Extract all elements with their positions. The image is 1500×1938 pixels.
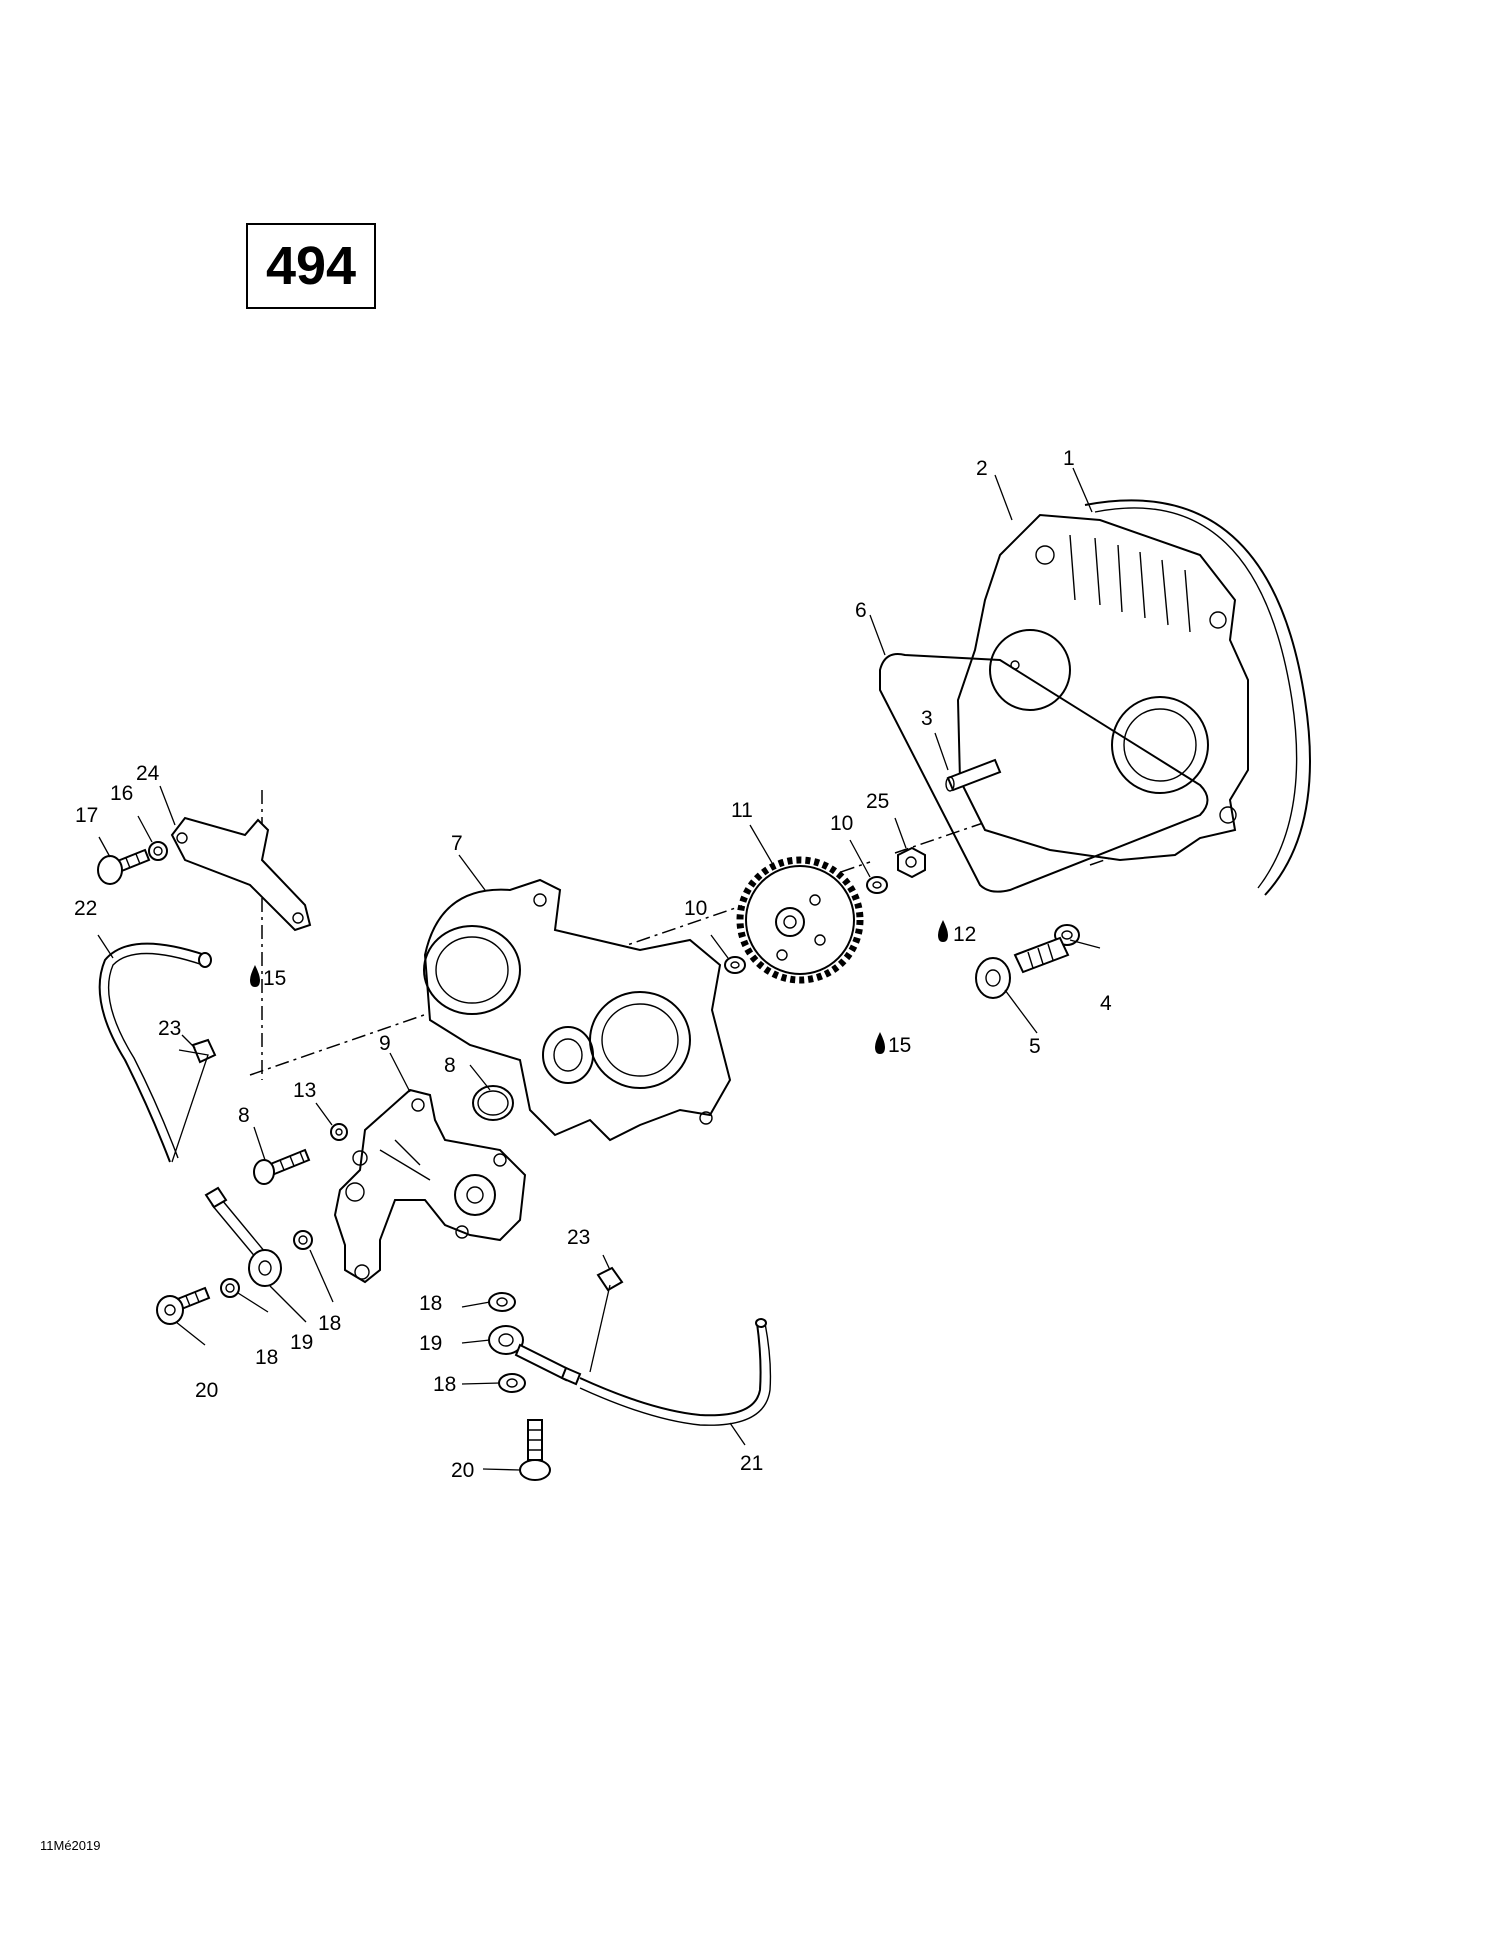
callout-20-left: 20 xyxy=(195,1379,218,1402)
assembly-axis-main xyxy=(249,759,1206,1076)
part-22-hose xyxy=(98,942,212,1163)
part-20-bolt-left xyxy=(156,1286,211,1325)
callout-11: 11 xyxy=(731,799,753,822)
part-10-washer-upper xyxy=(866,876,888,894)
callout-24: 24 xyxy=(136,762,160,785)
callout-25: 25 xyxy=(866,790,889,813)
part-10-washer-lower xyxy=(724,956,746,974)
callout-7: 7 xyxy=(451,832,463,855)
part-19-banjo-fitting-left xyxy=(204,1186,282,1287)
callout-2: 2 xyxy=(976,457,988,480)
part-18-washer-left-upper xyxy=(293,1230,313,1250)
part-6-gasket xyxy=(879,653,1209,893)
part-18-washer-bottom-upper xyxy=(488,1292,516,1312)
part-19-banjo-fitting-bottom xyxy=(488,1325,582,1386)
reference-number-box: 494 xyxy=(246,223,376,309)
callout-labels: 1 2 3 4 5 6 7 8 8 9 10 10 11 12 13 15 15… xyxy=(74,447,1112,1482)
callout-18-left-upper: 18 xyxy=(318,1312,341,1335)
callout-10-upper: 10 xyxy=(830,812,853,835)
callout-17: 17 xyxy=(75,804,98,827)
part-1-cover-ring xyxy=(1084,499,1311,896)
callout-3: 3 xyxy=(921,707,933,730)
part-13-washer xyxy=(330,1123,348,1141)
callout-23-right: 23 xyxy=(567,1226,590,1249)
callout-13: 13 xyxy=(293,1079,316,1102)
leader-lines xyxy=(97,467,1101,1471)
callout-20-bottom: 20 xyxy=(451,1459,474,1482)
lubricant-drop-icon-15-left xyxy=(250,965,260,987)
part-23-clamp-right xyxy=(596,1266,624,1292)
part-8-screw xyxy=(253,1148,311,1185)
callout-21: 21 xyxy=(740,1452,763,1475)
callout-1: 1 xyxy=(1063,447,1075,470)
callout-6: 6 xyxy=(855,599,867,622)
part-24-bracket xyxy=(170,816,312,932)
part-3-dowel-pin xyxy=(945,758,1002,792)
callout-22: 22 xyxy=(74,897,97,920)
callout-12: 12 xyxy=(953,923,976,946)
callout-9: 9 xyxy=(379,1032,391,1055)
reference-number: 494 xyxy=(265,236,357,296)
part-23-clamp-left xyxy=(191,1038,217,1064)
callout-4: 4 xyxy=(1100,992,1112,1015)
part-18-washer-bottom-lower xyxy=(498,1373,526,1393)
callout-15-right: 15 xyxy=(888,1034,911,1057)
part-17-screw xyxy=(97,848,151,885)
part-4-washer xyxy=(1054,924,1080,946)
callout-10-lower: 10 xyxy=(684,897,707,920)
callout-23-left: 23 xyxy=(158,1017,181,1040)
callout-18-bottom-lower: 18 xyxy=(433,1373,456,1396)
callout-18-bottom-upper: 18 xyxy=(419,1292,442,1315)
part-25-nut xyxy=(897,846,926,879)
part-11-gear xyxy=(736,856,864,984)
callout-19-bottom: 19 xyxy=(419,1332,442,1355)
callout-19-left: 19 xyxy=(290,1331,313,1354)
callout-8-screw: 8 xyxy=(238,1104,250,1127)
lubricant-drop-icon-12 xyxy=(938,920,948,942)
callout-5: 5 xyxy=(1029,1035,1041,1058)
part-8-o-ring xyxy=(472,1085,514,1121)
part-16-washer xyxy=(148,841,168,861)
callout-16: 16 xyxy=(110,782,133,805)
part-5-screw xyxy=(975,936,1070,999)
part-21-hose xyxy=(579,1318,772,1426)
drawing-code: 11Mé2019 xyxy=(40,1838,101,1853)
callout-8-o-ring: 8 xyxy=(444,1054,456,1077)
part-9-oil-pump xyxy=(333,1088,527,1284)
callout-18-left-lower: 18 xyxy=(255,1346,278,1369)
part-7-pump-body xyxy=(423,878,732,1142)
callout-15-left: 15 xyxy=(263,967,286,990)
part-18-washer-left-lower xyxy=(220,1278,240,1298)
part-20-bolt-bottom xyxy=(519,1419,551,1481)
lubricant-drop-icon-15-right xyxy=(875,1032,885,1054)
part-2-housing xyxy=(956,513,1249,862)
